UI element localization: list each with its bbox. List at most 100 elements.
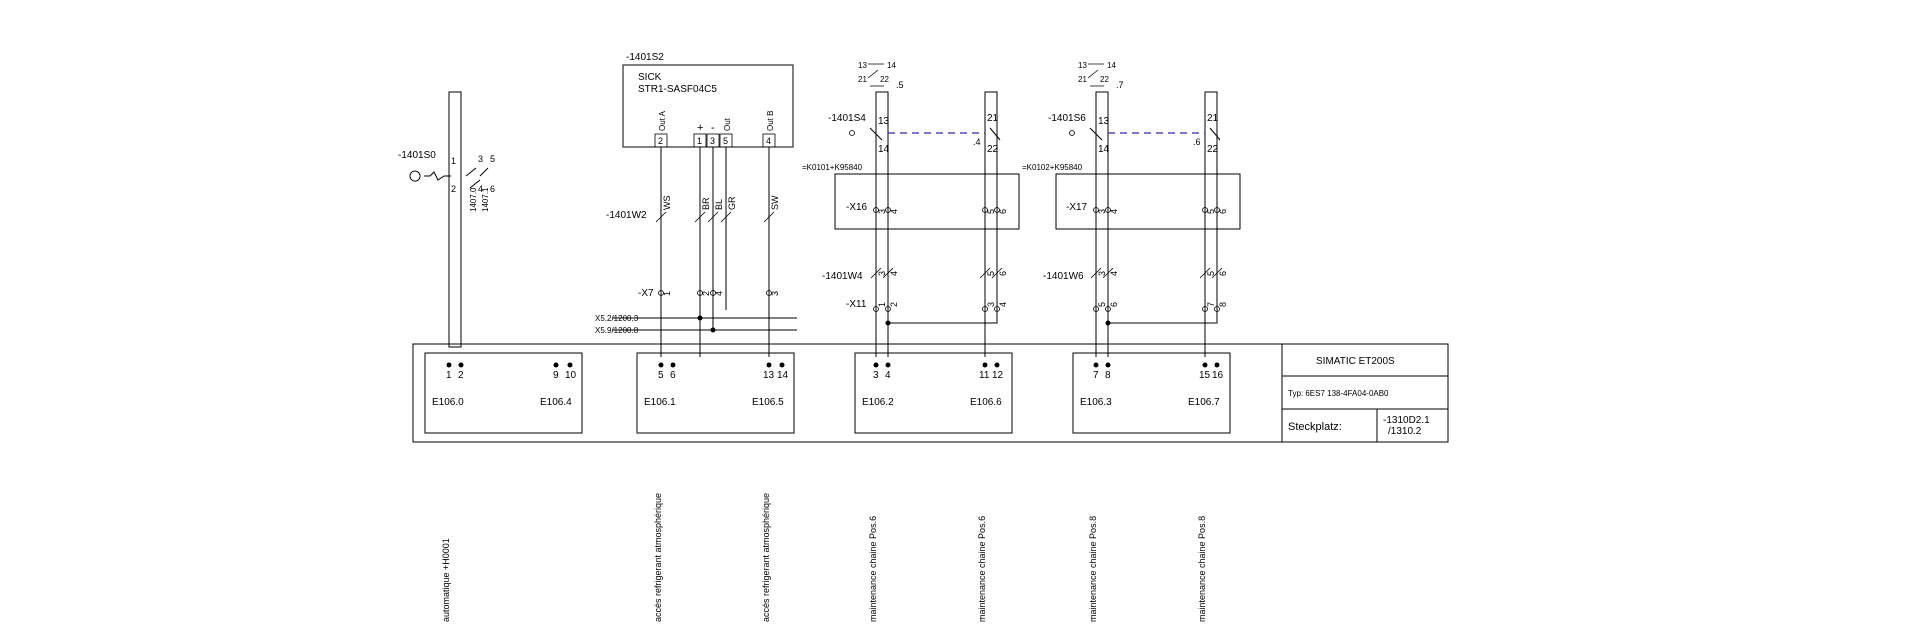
- terminal-dots: [873, 207, 1000, 312]
- term-num: 4: [1109, 209, 1119, 214]
- sick-pin-label: Out B: [766, 111, 775, 131]
- legend-term: 14: [887, 61, 896, 70]
- x7-term: 1: [662, 291, 672, 296]
- switch-s0-term-2: 2: [451, 184, 456, 194]
- term-num: 6: [998, 271, 1008, 276]
- rail-ref: X5.9/1200.8: [595, 326, 639, 335]
- switch-s0-term-1: 1: [451, 156, 456, 166]
- slot-ref: -1310D2.1: [1383, 415, 1430, 426]
- sick-pin-label: +: [697, 122, 703, 134]
- switch-s0-term-5: 5: [490, 154, 495, 164]
- module-address: E106.5: [752, 397, 784, 408]
- wire-color: SW: [770, 195, 780, 210]
- sick-pin-label: Out: [723, 117, 732, 131]
- contact-term: 21: [1207, 113, 1219, 124]
- contact-1401S6: 13 14 21 22 .7 -1401S6 13 14 21 22 .6 =K…: [1022, 61, 1241, 357]
- wire-color: BL: [714, 199, 724, 210]
- module-pin: 1: [446, 370, 452, 381]
- module-pin: 5: [658, 370, 664, 381]
- legend-term: 22: [1100, 75, 1109, 84]
- term-num: 3: [986, 302, 996, 307]
- rail-ref: X5.2/1200.3: [595, 314, 639, 323]
- legend-term: 13: [858, 61, 867, 70]
- contact-term: 22: [1207, 144, 1219, 155]
- term-num: 6: [1109, 302, 1119, 307]
- term-num: 5: [1097, 302, 1107, 307]
- input-module: 7 8 15 16 E106.3 E106.7: [1072, 352, 1231, 434]
- module-type: Typ: 6ES7 138-4FA04-0AB0: [1288, 389, 1389, 398]
- module-address: E106.1: [644, 397, 676, 408]
- legend-term: 14: [1107, 61, 1116, 70]
- module-pin: 13: [763, 370, 775, 381]
- sick-pins: 2 1 3 5 4 Out A + - Out Out B: [654, 110, 776, 148]
- channel-description: maintenance chaine Pos.6: [868, 516, 878, 622]
- switch-s0-body: [448, 91, 462, 348]
- sick-pin-num: 4: [766, 136, 771, 146]
- contact-ref: .6: [1193, 137, 1201, 147]
- terminal-dots: [1093, 207, 1220, 312]
- module-pin: 10: [565, 370, 577, 381]
- term-num: 2: [889, 302, 899, 307]
- device-box: [1055, 173, 1241, 230]
- module-pin: 4: [885, 370, 891, 381]
- box-tag: =K0101+K95840: [802, 163, 863, 172]
- term-num: 4: [998, 302, 1008, 307]
- module-pin: 2: [458, 370, 464, 381]
- legend-term: 21: [1078, 75, 1087, 84]
- module-pin: 16: [1212, 370, 1224, 381]
- contact-tag: -1401S4: [828, 113, 866, 124]
- term-num: 5: [986, 209, 996, 214]
- term-num: 3: [1097, 209, 1107, 214]
- term-num: 8: [1218, 302, 1228, 307]
- term-num: 6: [1218, 209, 1228, 214]
- term-num: 1: [877, 302, 887, 307]
- switch-s0-sub-2: 1407.1: [481, 187, 490, 212]
- term-num: 4: [889, 209, 899, 214]
- sick-pin-num: 3: [710, 136, 715, 146]
- terminal-tag: -X11: [846, 299, 867, 310]
- x7-term: 2: [701, 291, 711, 296]
- contact-legend-icon: [1087, 63, 1104, 87]
- channel-descriptions: automatique +H0001 accés refrigerant atm…: [441, 493, 1207, 622]
- slot-label: Steckplatz:: [1288, 421, 1342, 433]
- terminal-tag: -X16: [846, 202, 868, 213]
- sick-pin-num: 1: [697, 136, 702, 146]
- contact-term: 22: [987, 144, 999, 155]
- contact-legend-icon: [867, 63, 884, 87]
- channel-description: maintenance chaine Pos.8: [1088, 516, 1098, 622]
- sick-pin-label: -: [711, 122, 715, 134]
- input-module: 1 2 9 10 E106.0 E106.4: [424, 352, 583, 434]
- selector-knob-icon: [409, 170, 421, 182]
- term-num: 6: [998, 209, 1008, 214]
- legend-term: 13: [1078, 61, 1087, 70]
- wire-color: WS: [662, 196, 672, 211]
- x7-term: 4: [714, 291, 724, 296]
- slot-ref: /1310.2: [1388, 426, 1422, 437]
- module-address: E106.7: [1188, 397, 1220, 408]
- switch-1401S0: -1401S0 1 2 3 5 4 6 1407.0 1407.1: [398, 91, 495, 348]
- contact-ref: .4: [973, 137, 981, 147]
- legend-term: 21: [858, 75, 867, 84]
- et200s-rack: 1 2 9 10 E106.0 E106.4 5 6 13 14 E106.1 …: [412, 343, 1449, 443]
- module-address: E106.3: [1080, 397, 1112, 408]
- module-address: E106.0: [432, 397, 464, 408]
- switch-s0-term-4: 4: [478, 184, 483, 194]
- sick-pin-num: 2: [658, 136, 663, 146]
- sick-sensor: -1401S2 SICK STR1-SASF04C5 2 1 3 5 4 Out…: [595, 52, 797, 357]
- term-num: 3: [1097, 271, 1107, 276]
- switch-actuator-icon: [424, 171, 451, 181]
- cable-tag: -1401W4: [822, 271, 863, 282]
- wire-color: BR: [701, 197, 711, 210]
- channel-description: accés refrigerant atmosphérique: [653, 493, 663, 622]
- term-num: 5: [1206, 209, 1216, 214]
- module-pin: 11: [979, 370, 990, 381]
- legend-term: 22: [880, 75, 889, 84]
- module-address: E106.6: [970, 397, 1002, 408]
- title-block: SIMATIC ET200S Typ: 6ES7 138-4FA04-0AB0 …: [1281, 343, 1449, 443]
- sick-pin-num: 5: [723, 136, 728, 146]
- term-num: 4: [1109, 271, 1119, 276]
- channel-description: maintenance chaine Pos.6: [977, 516, 987, 622]
- term-num: 5: [1206, 271, 1216, 276]
- module-pin: 3: [873, 370, 879, 381]
